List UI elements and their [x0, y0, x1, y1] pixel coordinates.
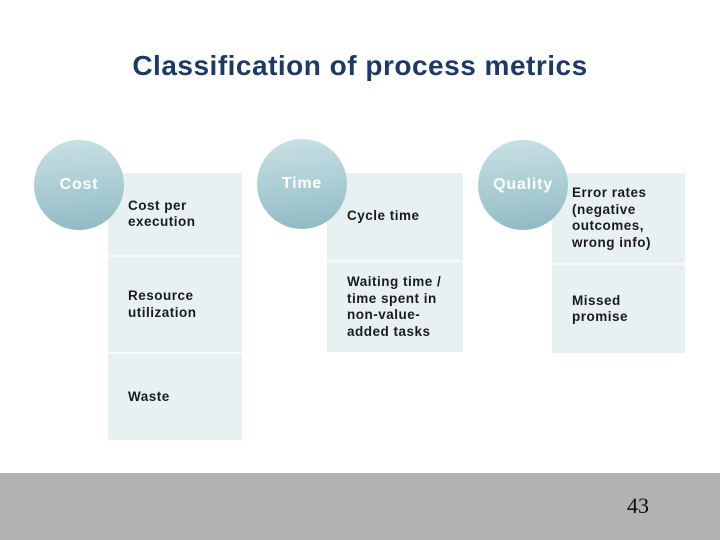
quality-category-label: Quality [493, 176, 553, 193]
quality-metric-item: Error rates (negative outcomes, wrong in… [572, 185, 651, 250]
slide-title: Classification of process metrics [132, 50, 588, 81]
time-metric-item: Waiting time / time spent in non-value-a… [327, 260, 463, 352]
quality-metrics-box: Error rates (negative outcomes, wrong in… [552, 173, 685, 353]
quality-metric-item: Missed promise [552, 263, 685, 353]
page-number: 43 [627, 493, 649, 518]
cost-metric-item: Cost per execution [128, 197, 196, 230]
cost-metric-item: Resource utilization [108, 255, 242, 352]
time-category-label: Time [281, 175, 323, 192]
quality-category-circle: Quality [478, 140, 568, 230]
cost-metrics-box: Cost per execution Resource utilization … [108, 173, 242, 440]
cost-category-circle: Cost [34, 140, 124, 230]
time-metrics-box: Cycle time Waiting time / time spent in … [327, 173, 463, 352]
footer-bar: 43 [0, 473, 720, 540]
time-category-circle: Time [257, 139, 347, 229]
cost-metric-item: Waste [108, 352, 242, 440]
time-metric-item: Cycle time [347, 208, 420, 224]
cost-category-label: Cost [59, 176, 99, 193]
